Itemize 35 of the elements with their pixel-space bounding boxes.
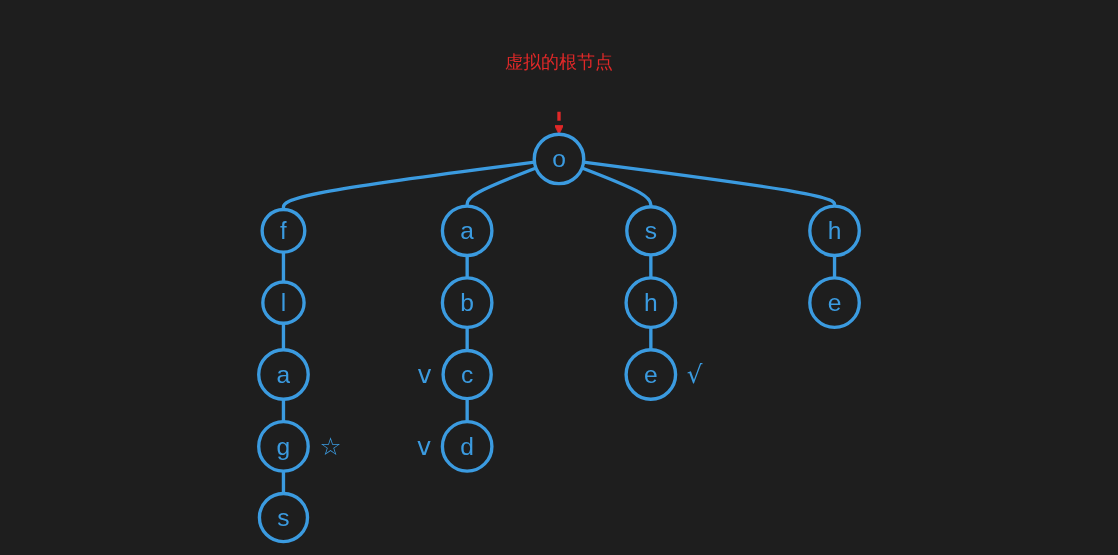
node-circle: d (440, 419, 494, 473)
side-mark-text: v (416, 431, 432, 461)
connector (281, 252, 286, 283)
node-circle: b (440, 276, 494, 330)
connector (583, 160, 837, 207)
node-circle: h (624, 276, 678, 330)
node-circle: e (808, 276, 861, 330)
connector (281, 160, 535, 210)
connector (465, 255, 469, 278)
connector (281, 471, 286, 494)
arrow (554, 111, 564, 135)
connector (281, 323, 286, 350)
side-mark-text: v (417, 360, 432, 389)
node-circle: c (441, 348, 493, 401)
node-circle: e (624, 348, 678, 401)
node-text: 虚拟的根节点 (505, 52, 613, 72)
node-circle: s (625, 205, 677, 257)
connector (465, 327, 469, 351)
connector (581, 166, 653, 207)
node-circle: l (261, 280, 306, 325)
connector (281, 399, 286, 422)
node-circle: o (532, 132, 586, 186)
node-circle: a (440, 204, 494, 258)
node-circle: f (260, 207, 307, 254)
connector (649, 254, 653, 278)
node-circle: s (257, 491, 310, 544)
connector (649, 327, 653, 350)
connector (465, 166, 537, 207)
node-circle: g (257, 419, 310, 473)
side-mark-text: ☆ (319, 431, 342, 461)
side-mark-text: √ (686, 360, 703, 389)
connector (465, 398, 469, 422)
node-circle: a (257, 348, 310, 401)
node-circle: h (808, 204, 861, 258)
connector (832, 255, 837, 278)
